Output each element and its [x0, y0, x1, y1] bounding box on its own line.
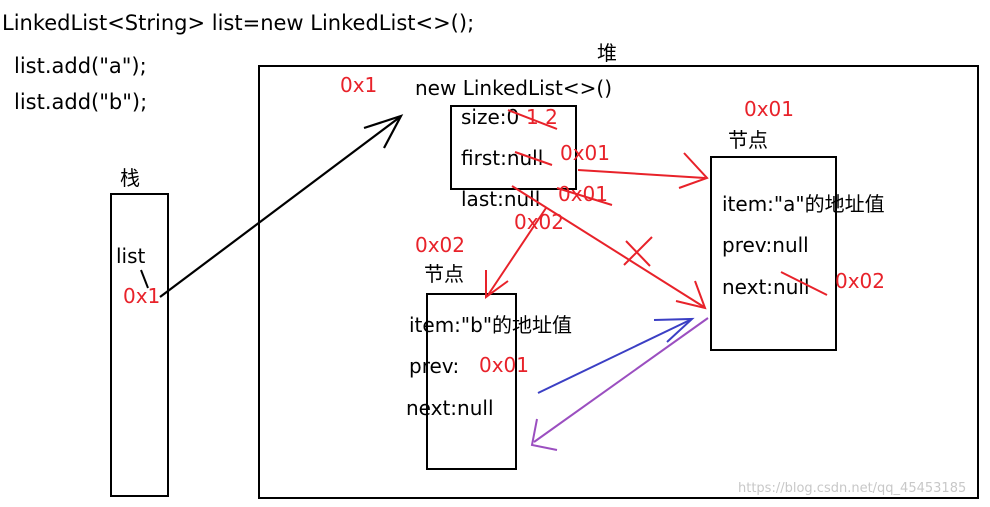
size-strike	[507, 109, 558, 130]
old-last-cross-1	[625, 240, 651, 267]
heap-title: 堆	[597, 41, 617, 65]
linkedlist-box	[450, 105, 577, 190]
linkedlist-header: new LinkedList<>()	[415, 76, 613, 100]
old-last-to-node-a-arrow	[511, 185, 705, 308]
node-a-next-strike	[780, 271, 828, 296]
node-b-addr: 0x02	[415, 233, 466, 257]
last-to-node-b-arrow	[487, 207, 547, 296]
node-b-item: item:"b"的地址值	[409, 313, 573, 337]
stack-to-heap-arrow	[159, 116, 401, 298]
last-to-node-b-arrowhead	[485, 270, 509, 299]
node-a-item: item:"a"的地址值	[722, 192, 885, 216]
linkedlist-first-update: 0x01	[560, 141, 611, 165]
node-a-next-update: 0x02	[835, 269, 886, 293]
code-line-3: list.add("b");	[14, 90, 148, 114]
node-b-prev-to-node-a-arrowhead	[653, 317, 695, 343]
code-line-1: LinkedList<String> list=new LinkedList<>…	[2, 11, 475, 35]
code-line-2: list.add("a");	[14, 54, 147, 78]
heap-frame	[258, 65, 979, 499]
node-a-prev: prev:null	[722, 233, 809, 257]
first-to-node-a-arrowhead	[678, 152, 709, 189]
linkedlist-last-update-2: 0x02	[514, 210, 565, 234]
stack-title: 栈	[120, 166, 140, 190]
stack-frame	[110, 193, 169, 497]
node-a-box	[710, 156, 837, 351]
stack-var-tick	[140, 269, 149, 289]
first-to-node-a-arrow	[577, 169, 706, 179]
first-strike	[514, 151, 553, 166]
node-b-prev-value: 0x01	[479, 353, 530, 377]
old-last-to-node-a-arrowhead	[675, 280, 707, 310]
node-b-prev-to-node-a-arrow	[537, 319, 691, 394]
node-a-next-to-node-b-arrowhead	[530, 418, 558, 451]
linkedlist-first: first:null	[461, 146, 544, 170]
node-a-next-to-node-b-arrow	[533, 317, 709, 443]
node-b-box	[426, 293, 517, 470]
node-a-title: 节点	[728, 128, 768, 152]
node-a-next: next:null	[722, 275, 810, 299]
stack-var-value: 0x1	[123, 284, 161, 308]
stack-to-heap-arrowhead	[363, 114, 404, 149]
node-b-title: 节点	[424, 262, 464, 286]
node-a-addr: 0x01	[744, 97, 795, 121]
watermark: https://blog.csdn.net/qq_45453185	[738, 481, 967, 496]
linkedlist-addr: 0x1	[340, 73, 378, 97]
linkedlist-size: size:0	[461, 105, 520, 129]
linkedlist-last: last:null	[461, 187, 541, 211]
last-strike	[556, 187, 613, 206]
linkedlist-size-updates: 1 2	[526, 105, 558, 129]
node-b-prev: prev:	[409, 354, 460, 378]
stack-var-name: list	[116, 244, 146, 268]
node-b-next: next:null	[406, 396, 494, 420]
old-last-cross-2	[623, 236, 653, 266]
